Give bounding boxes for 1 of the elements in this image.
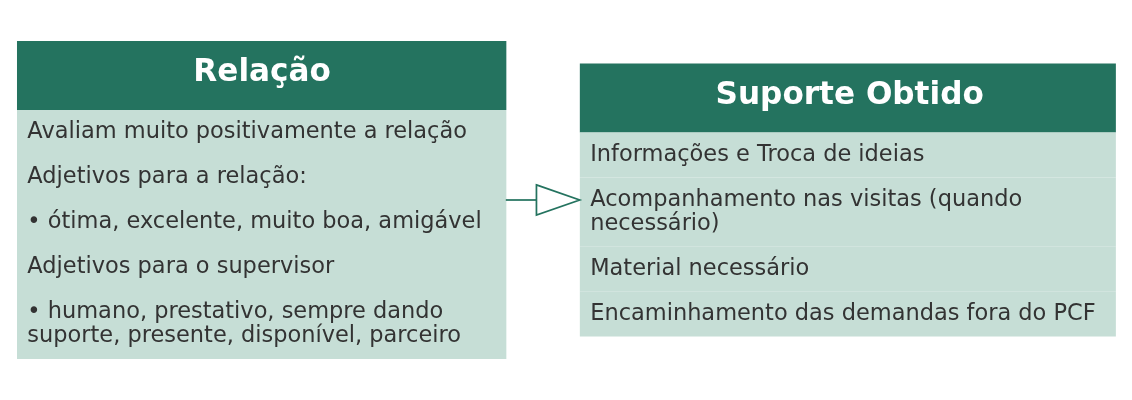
arrow: [504, 183, 583, 217]
